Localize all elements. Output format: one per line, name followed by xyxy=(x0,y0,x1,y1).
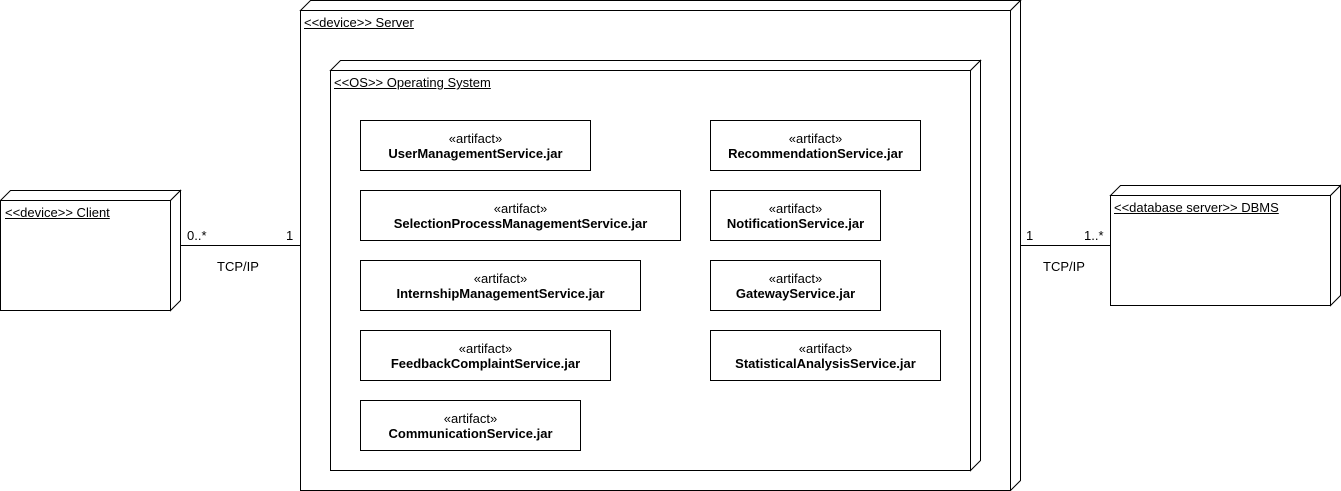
server-multiplicity-right: 1 xyxy=(1026,228,1034,243)
artifact-stereotype: «artifact» xyxy=(798,340,853,356)
dbms-label: <<database server>> DBMS xyxy=(1114,200,1279,215)
artifact-stereotype: «artifact» xyxy=(458,340,513,356)
artifact-name: GatewayService.jar xyxy=(735,285,856,301)
artifact-selection-process[interactable]: «artifact» SelectionProcessManagementSer… xyxy=(360,190,681,241)
artifact-feedback-complaint[interactable]: «artifact» FeedbackComplaintService.jar xyxy=(360,330,611,381)
artifact-communication[interactable]: «artifact» CommunicationService.jar xyxy=(360,400,581,451)
artifact-stereotype: «artifact» xyxy=(493,200,548,216)
artifact-name: FeedbackComplaintService.jar xyxy=(390,355,581,371)
client-label: <<device>> Client xyxy=(5,205,110,220)
artifact-recommendation[interactable]: «artifact» RecommendationService.jar xyxy=(710,120,921,171)
dbms-node[interactable] xyxy=(1109,184,1341,307)
artifact-name: UserManagementService.jar xyxy=(388,145,563,161)
artifact-stereotype: «artifact» xyxy=(448,130,503,146)
server-label: <<device>> Server xyxy=(304,15,414,30)
artifact-stereotype: «artifact» xyxy=(768,200,823,216)
artifact-name: RecommendationService.jar xyxy=(728,145,903,161)
os-label: <<OS>> Operating System xyxy=(334,75,491,90)
artifact-name: CommunicationService.jar xyxy=(388,425,553,441)
artifact-user-management[interactable]: «artifact» UserManagementService.jar xyxy=(360,120,591,171)
client-multiplicity: 0..* xyxy=(187,228,207,243)
artifact-name: SelectionProcessManagementService.jar xyxy=(393,215,648,231)
artifact-stereotype: «artifact» xyxy=(788,130,843,146)
protocol-label-left: TCP/IP xyxy=(217,259,259,274)
artifact-gateway[interactable]: «artifact» GatewayService.jar xyxy=(710,260,881,311)
artifact-name: StatisticalAnalysisService.jar xyxy=(735,355,916,371)
artifact-stereotype: «artifact» xyxy=(443,410,498,426)
dbms-multiplicity: 1..* xyxy=(1084,228,1104,243)
artifact-statistical-analysis[interactable]: «artifact» StatisticalAnalysisService.ja… xyxy=(710,330,941,381)
artifact-internship-management[interactable]: «artifact» InternshipManagementService.j… xyxy=(360,260,641,311)
artifact-name: NotificationService.jar xyxy=(726,215,865,231)
artifact-stereotype: «artifact» xyxy=(473,270,528,286)
protocol-label-right: TCP/IP xyxy=(1043,259,1085,274)
artifact-notification[interactable]: «artifact» NotificationService.jar xyxy=(710,190,881,241)
artifact-stereotype: «artifact» xyxy=(768,270,823,286)
client-node[interactable] xyxy=(0,189,182,312)
artifact-name: InternshipManagementService.jar xyxy=(396,285,605,301)
server-multiplicity-left: 1 xyxy=(286,228,294,243)
